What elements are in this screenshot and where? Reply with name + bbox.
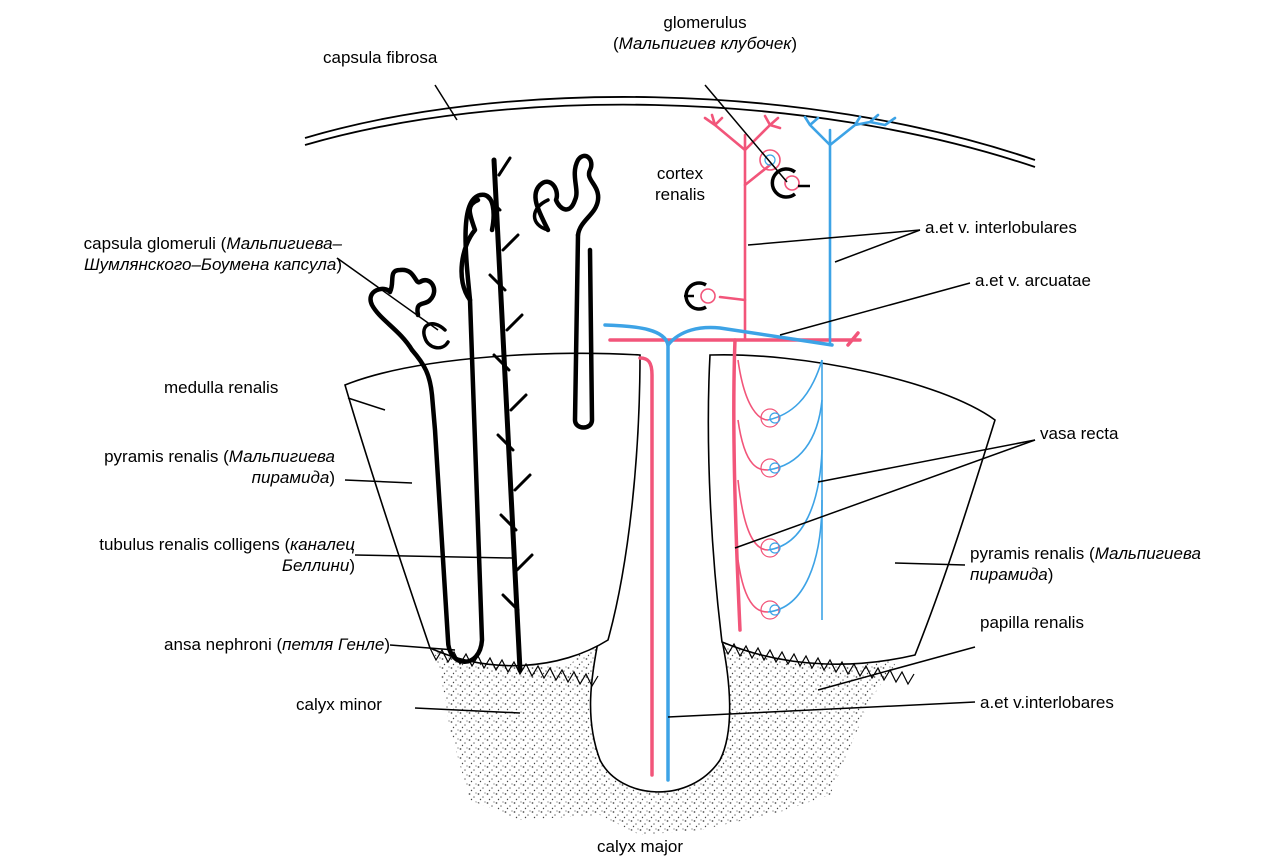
tubulus-label: tubulus renalis colligens (каналец Белли… [0, 534, 355, 576]
capsula-glomeruli-italic1: Мальпигиева– [226, 234, 342, 253]
tubulus-close: ) [349, 556, 355, 575]
pyramis-left-line1: pyramis renalis (Мальпигиева [0, 446, 335, 467]
pyramis-right-line2: пирамида) [970, 564, 1201, 585]
glomerulus-lower [684, 283, 715, 309]
capsula-glomeruli-line1: capsula glomeruli (Мальпигиева– [0, 233, 342, 254]
capsula-glomeruli-label: capsula glomeruli (Мальпигиева– Шумлянск… [0, 233, 342, 275]
capsula-fibrosa-label: capsula fibrosa [323, 47, 437, 68]
tubulus-line2: Беллини) [0, 555, 355, 576]
ansa-close: ) [384, 635, 390, 654]
interlobares-label: a.et v.interlobares [980, 692, 1114, 713]
pyramis-right-plain: pyramis renalis ( [970, 544, 1095, 563]
tubulus-plain: tubulus renalis colligens ( [99, 535, 290, 554]
pyramis-left-close: ) [329, 468, 335, 487]
capsula-glomeruli-italic2: Шумлянского–Боумена капсула [84, 255, 336, 274]
capsula-glomeruli-line2: Шумлянского–Боумена капсула) [0, 254, 342, 275]
glomerulus-label-line1: glomerulus [565, 12, 845, 33]
vasa-recta-label: vasa recta [1040, 423, 1118, 444]
pyramis-left-line2: пирамида) [0, 467, 335, 488]
calyx-minor-label: calyx minor [296, 694, 382, 715]
interlobular-vein [805, 115, 895, 345]
pyramis-left-italic1: Мальпигиева [229, 447, 335, 466]
papilla-renalis-label: papilla renalis [980, 612, 1084, 633]
pyramis-right-line1: pyramis renalis (Мальпигиева [970, 543, 1201, 564]
pyramid-left-outline [345, 353, 640, 665]
ansa-italic: петля Генле [282, 635, 384, 654]
capsula-glomeruli-close: ) [336, 255, 342, 274]
interlobular-artery [705, 115, 780, 340]
glomerulus-label-line2: (Мальпигиев клубочек) [565, 33, 845, 54]
interlobulares-label: a.et v. interlobulares [925, 217, 1077, 238]
ansa-plain: ansa nephroni ( [164, 635, 282, 654]
pyramis-left-plain: pyramis renalis ( [104, 447, 229, 466]
pyramis-right-italic2: пирамида [970, 565, 1048, 584]
pyramis-right-label: pyramis renalis (Мальпигиева пирамида) [970, 543, 1201, 585]
pyramis-left-label: pyramis renalis (Мальпигиева пирамида) [0, 446, 335, 488]
cortex-label-line1: cortex [625, 163, 735, 184]
cortex-label-line2: renalis [625, 184, 735, 205]
calyx-major-opening [591, 632, 730, 792]
capsula-fibrosa-outline [305, 97, 1035, 160]
calyx-major-label: calyx major [540, 836, 740, 857]
tubulus-italic2: Беллини [282, 556, 349, 575]
arcuatae-label: a.et v. arcuatae [975, 270, 1091, 291]
glomerulus-label: glomerulus (Мальпигиев клубочек) [565, 12, 845, 54]
ansa-label: ansa nephroni (петля Генле) [0, 634, 390, 655]
pyramis-right-close: ) [1048, 565, 1054, 584]
cortex-renalis-label: cortex renalis [625, 163, 735, 205]
glomerulus-italic: Мальпигиев клубочек [619, 34, 792, 53]
tubulus-italic1: каналец [290, 535, 355, 554]
pyramid-right-outline [708, 355, 995, 664]
medulla-renalis-label: medulla renalis [164, 377, 278, 398]
capsula-glomeruli-plain: capsula glomeruli ( [84, 234, 227, 253]
tubulus-line1: tubulus renalis colligens (каналец [0, 534, 355, 555]
pyramis-right-italic1: Мальпигиева [1095, 544, 1201, 563]
glomerulus-close-paren: ) [791, 34, 797, 53]
glomerulus-upper [760, 150, 810, 197]
pyramis-left-italic2: пирамида [252, 468, 330, 487]
